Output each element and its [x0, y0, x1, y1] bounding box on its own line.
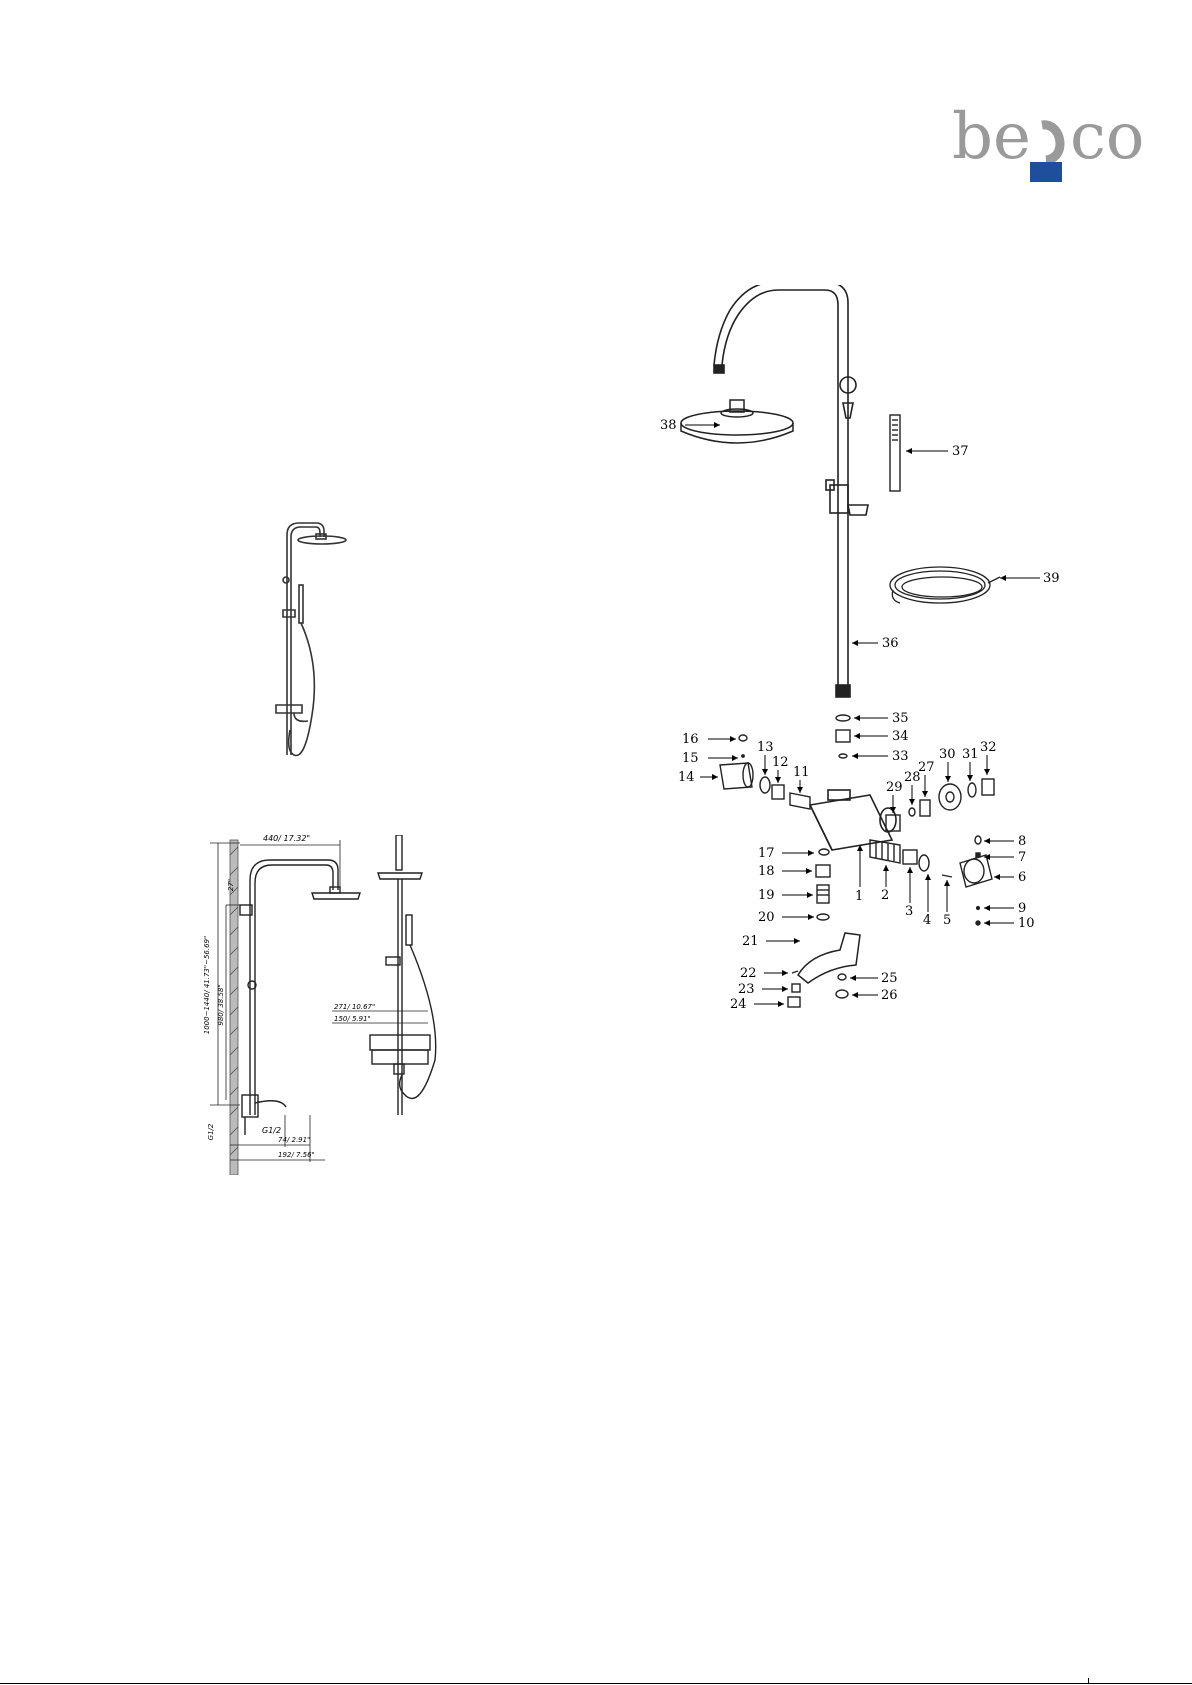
dim-mixer-width: 271/ 10.67"	[334, 1003, 375, 1011]
part-label-19: 19	[758, 888, 775, 903]
spout	[798, 933, 860, 983]
dim-width-top: 440/ 17.32"	[263, 835, 310, 843]
part-label-2: 2	[881, 888, 889, 903]
logo-blue-square-icon	[1030, 162, 1062, 182]
hand-shower	[890, 415, 900, 491]
product-thumbnail	[250, 515, 380, 795]
part-label-18: 18	[758, 864, 775, 879]
part-label-22: 22	[740, 966, 757, 981]
part-label-11: 11	[793, 765, 810, 780]
dim-mixer-centers: 150/ 5.91"	[334, 1015, 371, 1023]
part-label-33: 33	[892, 749, 909, 764]
part-label-35: 35	[892, 711, 909, 726]
dim-inlet-vertical: G1/2	[207, 1123, 215, 1140]
dim-spout-long: 192/ 7.56"	[278, 1151, 315, 1159]
part-label-38: 38	[660, 418, 677, 433]
part-label-20: 20	[758, 910, 775, 925]
part-label-1: 1	[855, 889, 863, 904]
mixer-body	[810, 790, 896, 850]
part-label-34: 34	[892, 729, 909, 744]
part-label-39: 39	[1043, 571, 1060, 586]
logo-text-left: be	[952, 100, 1031, 174]
footer-tick	[1088, 1678, 1089, 1684]
dim-spout-short: 74/ 2.91"	[278, 1136, 310, 1144]
exploded-parts-view: 36 38 37 39 35 34 33	[660, 285, 1130, 1095]
part-label-32: 32	[980, 740, 997, 755]
dim-height-mid: 980/ 38.58"	[217, 984, 225, 1025]
dim-height-small: 27"	[227, 879, 235, 891]
logo-text-right: co	[1070, 100, 1144, 174]
part-label-5: 5	[943, 913, 951, 928]
shower-head	[681, 400, 793, 443]
part-label-13: 13	[757, 740, 774, 755]
part-label-25: 25	[881, 971, 898, 986]
part-label-26: 26	[881, 988, 898, 1003]
part-label-29: 29	[886, 780, 903, 795]
logo-drop-icon	[1042, 125, 1060, 160]
part-label-7: 7	[1018, 850, 1026, 865]
part-label-9: 9	[1018, 901, 1026, 916]
dim-height-total: 1000~1440/ 41.73"~56.69"	[203, 936, 211, 1034]
part-label-36: 36	[882, 636, 899, 651]
part-label-16: 16	[682, 732, 699, 747]
part-label-6: 6	[1018, 870, 1026, 885]
part-label-27: 27	[918, 760, 935, 775]
part-label-10: 10	[1018, 916, 1035, 931]
dimension-drawing: 440/ 17.32" 1000~1440/ 41.73"~56.69" 27"…	[200, 835, 530, 1175]
part-label-4: 4	[923, 913, 931, 928]
part-label-12: 12	[772, 755, 789, 770]
part-label-21: 21	[742, 934, 759, 949]
part-label-14: 14	[678, 770, 695, 785]
shower-column	[714, 285, 868, 697]
hose	[890, 567, 1000, 603]
part-label-17: 17	[758, 846, 775, 861]
footer-rule	[0, 1683, 1192, 1684]
part-label-15: 15	[682, 751, 699, 766]
becco-logo: be co	[950, 100, 1165, 190]
part-label-24: 24	[730, 997, 747, 1012]
dim-inlet: G1/2	[262, 1126, 281, 1135]
part-label-8: 8	[1018, 834, 1026, 849]
part-label-3: 3	[905, 904, 913, 919]
part-label-30: 30	[939, 747, 956, 762]
part-label-23: 23	[738, 982, 755, 997]
part-label-37: 37	[952, 444, 969, 459]
part-label-31: 31	[962, 747, 979, 762]
